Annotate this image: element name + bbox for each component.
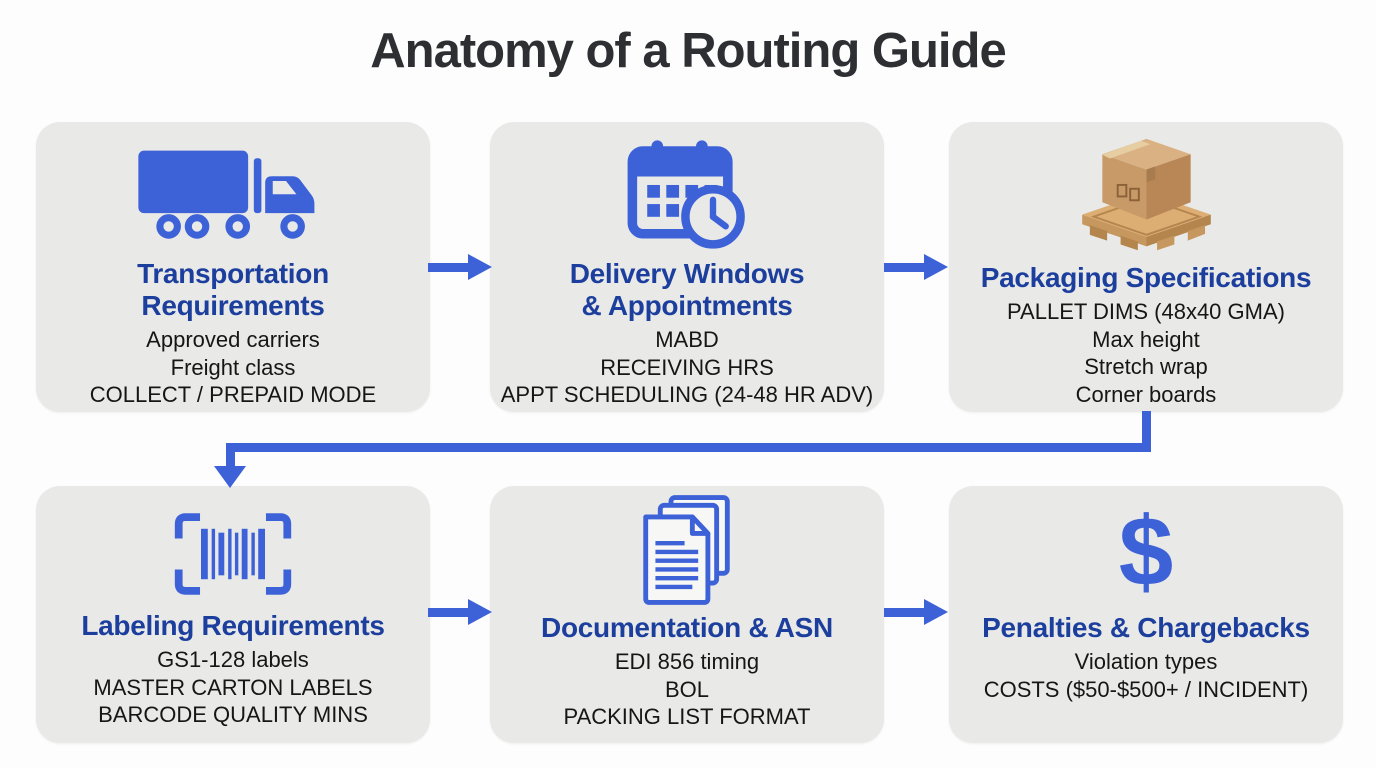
card-line: Max height — [1092, 326, 1200, 352]
arrow-shaft — [428, 608, 470, 617]
card-line: MABD — [655, 327, 719, 352]
card-title: Penalties & Chargebacks — [982, 612, 1310, 643]
card-body: EDI 856 timing BOL PACKING LIST FORMAT — [564, 648, 811, 731]
card-line: Stretch wrap — [1084, 354, 1208, 379]
card-line: MASTER CARTON LABELS — [93, 674, 373, 700]
card-line: Approved carriers — [146, 327, 320, 352]
card-line: BOL — [664, 676, 709, 702]
card-packaging-specifications: Packaging Specifications PALLET DIMS (48… — [949, 122, 1343, 412]
card-delivery-windows-appointments: Delivery Windows & Appointments MABD REC… — [490, 122, 884, 412]
card-line: PACKING LIST FORMAT — [563, 704, 811, 729]
documents-icon — [636, 494, 738, 606]
barcode-icon — [169, 504, 297, 604]
card-line: Corner boards — [1075, 381, 1217, 407]
card-line: COSTS ($50-$500+ / INCIDENT) — [983, 676, 1309, 702]
arrow-head — [468, 599, 492, 625]
dollar-glyph: $ — [1118, 496, 1174, 606]
flow-arrow-right-4-5 — [428, 599, 492, 626]
arrow-head — [924, 254, 948, 280]
flow-arrow-elbow-segment-down — [1142, 411, 1151, 452]
card-title: Documentation & ASN — [541, 612, 833, 643]
card-body: Violation types COSTS ($50-$500+ / INCID… — [984, 648, 1309, 703]
card-line: Violation types — [1074, 649, 1218, 674]
flow-arrow-elbow-segment-across — [226, 443, 1151, 452]
flow-arrow-elbow-head — [214, 466, 246, 488]
flow-arrow-right-5-6 — [884, 599, 948, 626]
card-title: Packaging Specifications — [980, 262, 1312, 293]
card-title: Transportation Requirements — [137, 258, 329, 321]
truck-icon — [138, 144, 328, 252]
flow-arrow-elbow-segment-drop — [226, 443, 235, 470]
dollar-icon: $ — [1119, 496, 1174, 606]
card-line: EDI 856 timing — [614, 649, 760, 674]
card-body: PALLET DIMS (48x40 GMA) Max height Stret… — [1007, 298, 1285, 408]
card-line: RECEIVING HRS — [600, 354, 774, 380]
card-body: Approved carriers Freight class COLLECT … — [90, 326, 376, 409]
card-title: Labeling Requirements — [81, 610, 385, 641]
card-documentation-asn: Documentation & ASN EDI 856 timing BOL P… — [490, 486, 884, 743]
card-line: PALLET DIMS (48x40 GMA) — [1007, 299, 1285, 324]
arrow-shaft — [884, 263, 926, 272]
pallet-box-icon — [1064, 134, 1229, 256]
flow-arrow-right-2-3 — [884, 254, 948, 281]
flow-arrow-right-1-2 — [428, 254, 492, 281]
card-line: BARCODE QUALITY MINS — [98, 702, 368, 727]
card-body: MABD RECEIVING HRS APPT SCHEDULING (24-4… — [501, 326, 873, 409]
calendar-clock-icon — [626, 136, 748, 252]
card-title: Delivery Windows & Appointments — [569, 258, 805, 321]
card-transportation-requirements: Transportation Requirements Approved car… — [36, 122, 430, 412]
arrow-shaft — [884, 608, 926, 617]
card-body: GS1-128 labels MASTER CARTON LABELS BARC… — [93, 646, 372, 729]
card-labeling-requirements: Labeling Requirements GS1-128 labels MAS… — [36, 486, 430, 743]
card-penalties-chargebacks: $ Penalties & Chargebacks Violation type… — [949, 486, 1343, 743]
card-line: GS1-128 labels — [157, 647, 309, 672]
page-title: Anatomy of a Routing Guide — [370, 24, 1006, 78]
arrow-head — [468, 254, 492, 280]
arrow-head — [924, 599, 948, 625]
card-line: APPT SCHEDULING (24-48 HR ADV) — [500, 382, 874, 407]
card-line: Freight class — [170, 354, 296, 380]
arrow-shaft — [428, 263, 470, 272]
card-line: COLLECT / PREPAID MODE — [89, 382, 377, 407]
